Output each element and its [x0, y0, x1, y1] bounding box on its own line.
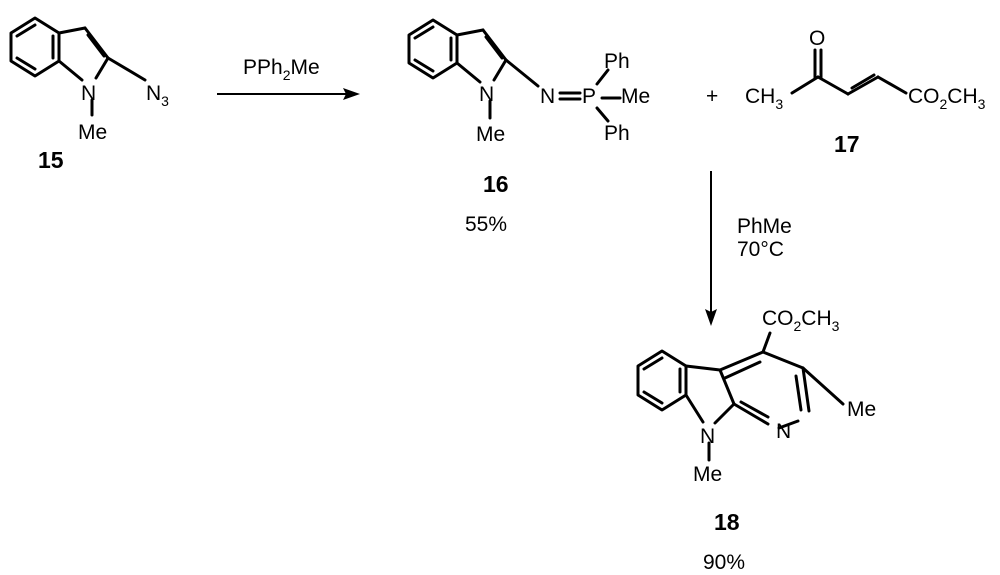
- compound-15-number: 15: [38, 147, 64, 173]
- compound-18-bonds: [636, 331, 845, 462]
- compound-15-bonds: [9, 16, 147, 117]
- reaction-arrow-step2: [705, 171, 717, 326]
- compound-17-oxygen-label: O: [809, 27, 825, 50]
- compound-15-structure: N Me N3 15: [9, 16, 169, 173]
- compound-16-p-methyl-label: Me: [621, 85, 650, 108]
- compound-18-methyl-label: Me: [847, 398, 876, 421]
- compound-17-structure: O CH3 CO2CH3 17: [745, 27, 986, 157]
- compound-18-yield: 90%: [703, 551, 745, 574]
- compound-16-methyl-label: Me: [476, 123, 505, 146]
- compound-18-pyridine-n-label: N: [776, 420, 791, 443]
- compound-17-ester-label: CO2CH3: [908, 85, 986, 112]
- reagent-step1-label: PPh2Me: [243, 56, 320, 83]
- conditions-solvent-label: PhMe: [737, 215, 792, 238]
- compound-16-structure: N Me N P Ph Me Ph 16 55%: [407, 18, 650, 236]
- compound-16-phosphorus-label: P: [582, 85, 596, 108]
- compound-18-structure: CO2CH3 N Me N Me 18 90%: [636, 307, 876, 574]
- compound-16-imine-n-label: N: [540, 85, 555, 108]
- compound-16-phenyl-top-label: Ph: [604, 50, 630, 73]
- compound-18-n9-methyl-label: Me: [693, 463, 722, 486]
- compound-18-n9-label: N: [700, 425, 715, 448]
- compound-15-azide-label: N3: [146, 82, 169, 109]
- compound-16-n1-label: N: [479, 83, 494, 106]
- compound-16-yield: 55%: [465, 213, 507, 236]
- compound-17-methyl-label: CH3: [745, 85, 783, 112]
- compound-15-methyl-label: Me: [78, 121, 107, 144]
- compound-16-number: 16: [483, 171, 509, 197]
- reaction-arrow-step1: [217, 88, 360, 100]
- compound-17-number: 17: [834, 131, 860, 157]
- compound-17-bonds: [790, 48, 908, 96]
- compound-18-ester-label: CO2CH3: [762, 307, 840, 334]
- compound-16-phenyl-bottom-label: Ph: [604, 122, 630, 145]
- plus-sign: +: [706, 85, 718, 108]
- compound-18-number: 18: [714, 509, 740, 535]
- compound-16-bonds: [407, 18, 622, 123]
- compound-15-n1-label: N: [81, 82, 96, 105]
- conditions-temperature-label: 70°C: [737, 238, 784, 261]
